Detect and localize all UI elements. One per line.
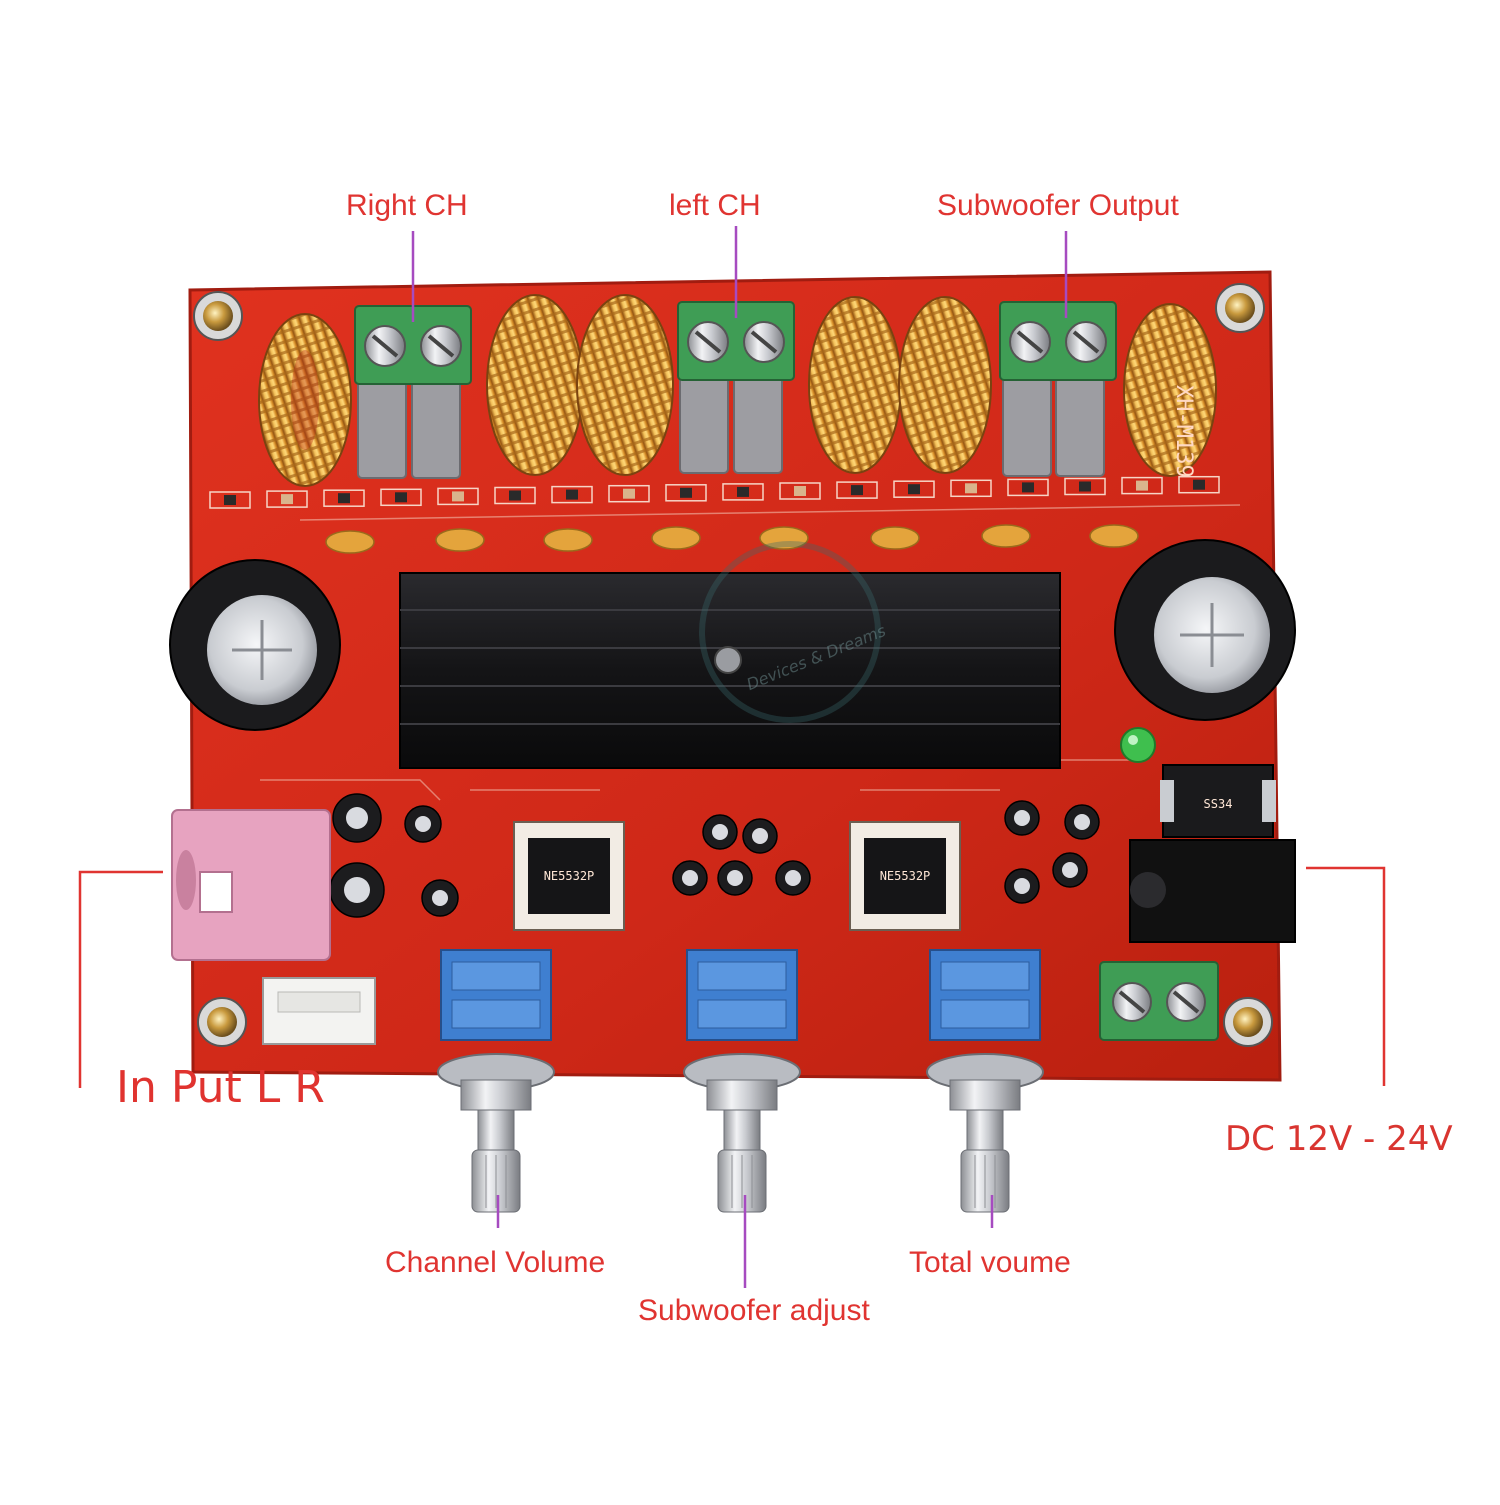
smd-pad <box>836 481 878 499</box>
smd-pad <box>893 480 935 498</box>
smd-pad <box>1064 477 1106 496</box>
smd-pad <box>665 484 707 502</box>
potentiometers <box>437 949 1044 1213</box>
audio-input-jack <box>171 809 331 961</box>
smd-part <box>509 490 521 501</box>
smd-pad <box>266 490 308 508</box>
power-led <box>1120 727 1156 763</box>
smd-part <box>1022 482 1034 493</box>
opamp-ic-left: NE5532P <box>513 821 625 931</box>
dc-jack <box>1129 839 1296 943</box>
smd-pad <box>494 486 536 505</box>
smd-pad <box>722 483 764 501</box>
ic-marking-right: NE5532P <box>880 869 931 883</box>
potentiometer-1[interactable] <box>437 949 555 1213</box>
diode: SS34 <box>1160 764 1276 838</box>
label-input-lr: In Put L R <box>116 1062 325 1113</box>
heatsink <box>399 541 1061 769</box>
smd-part <box>680 487 692 498</box>
label-left-ch: left CH <box>669 189 761 222</box>
smd-part <box>965 483 977 494</box>
toroid-inductors <box>258 294 1217 487</box>
smd-part <box>395 492 407 503</box>
smd-part <box>566 489 578 500</box>
smd-pad <box>608 484 650 503</box>
label-right-ch: Right CH <box>346 189 468 222</box>
label-subwoofer-output: Subwoofer Output <box>937 189 1179 222</box>
xh-connector <box>262 977 376 1045</box>
diode-marking: SS34 <box>1204 797 1233 811</box>
smd-part <box>1136 480 1148 491</box>
power-terminal <box>1099 961 1219 1041</box>
smd-part <box>1079 481 1091 492</box>
opamp-ic-right: NE5532P <box>849 821 961 931</box>
electrolytic-capacitor-right <box>1114 539 1296 721</box>
mounting-screws <box>193 283 1273 1047</box>
smd-row <box>209 475 1220 509</box>
smd-part <box>281 494 293 505</box>
smd-part <box>851 485 863 496</box>
smd-part <box>623 488 635 499</box>
potentiometer-3[interactable] <box>926 949 1044 1213</box>
smd-pad <box>380 488 422 507</box>
label-subwoofer-adjust: Subwoofer adjust <box>638 1294 870 1327</box>
label-dc-power: DC 12V - 24V <box>1225 1119 1453 1159</box>
electrolytic-capacitor-left <box>169 559 341 731</box>
label-total-volume: Total voume <box>909 1246 1071 1279</box>
leader-dc <box>1306 866 1386 1086</box>
smd-part <box>338 493 350 504</box>
smd-pad <box>950 479 992 498</box>
smd-pad <box>323 489 365 507</box>
ic-marking-left: NE5532P <box>544 869 595 883</box>
smd-pad <box>551 485 593 504</box>
smd-pad <box>1178 475 1220 494</box>
film-capacitors <box>357 374 1105 479</box>
smd-part <box>794 486 806 496</box>
smd-pad <box>1121 476 1163 495</box>
speaker-terminals <box>354 301 1117 385</box>
smd-pad <box>1007 478 1049 497</box>
smd-part <box>452 491 464 502</box>
potentiometer-2[interactable] <box>683 949 801 1213</box>
smd-pad <box>779 482 821 500</box>
label-channel-volume: Channel Volume <box>385 1246 606 1279</box>
smd-part <box>908 484 920 495</box>
ceramic-capacitors <box>325 524 1139 554</box>
smd-part <box>1193 479 1205 490</box>
small-capacitors <box>329 793 1100 918</box>
smd-pad <box>437 487 479 506</box>
smd-pad <box>209 491 251 509</box>
smd-part <box>224 495 236 505</box>
smd-part <box>737 486 749 497</box>
leader-input <box>78 870 163 1088</box>
